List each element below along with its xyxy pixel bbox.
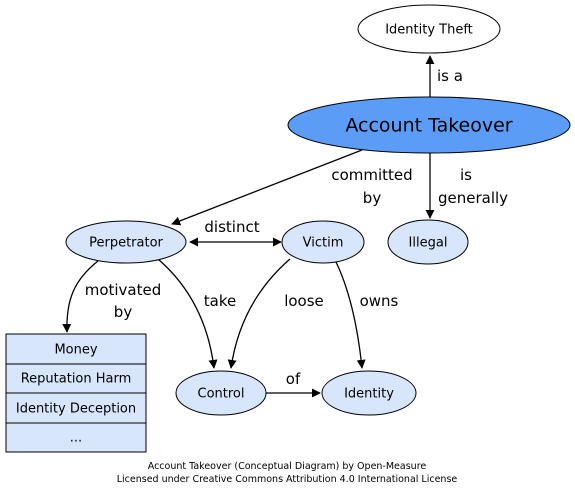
node-identity-label: Identity xyxy=(344,387,394,402)
node-illegal: Illegal xyxy=(387,219,469,265)
edge-victim-to-identity xyxy=(334,259,366,369)
node-victim-shape xyxy=(281,220,365,264)
list-item: Reputation Harm xyxy=(21,372,132,387)
node-account-takeover-shape xyxy=(287,96,571,154)
label-committed: committed xyxy=(331,166,412,184)
label-is: is xyxy=(460,166,472,184)
node-account-takeover-label: Account Takeover xyxy=(345,115,512,137)
edges xyxy=(62,55,435,398)
edge-perpetrator-to-motivations xyxy=(62,260,99,333)
node-account-takeover: Account Takeover xyxy=(287,96,571,154)
edge-labels: is a committed by is generally distinct … xyxy=(85,67,508,388)
label-committed-by: by xyxy=(363,189,382,207)
node-victim-label: Victim xyxy=(303,236,344,251)
label-take: take xyxy=(204,292,236,310)
node-control-shape xyxy=(175,370,267,416)
list-item: Identity Deception xyxy=(16,402,136,417)
node-identity-theft-label: Identity Theft xyxy=(385,23,473,38)
node-illegal-shape xyxy=(387,219,469,265)
label-of: of xyxy=(286,370,301,388)
label-is-a: is a xyxy=(437,67,463,85)
label-motivated: motivated xyxy=(85,281,162,299)
label-distinct: distinct xyxy=(204,218,259,236)
node-victim: Victim xyxy=(281,220,365,264)
edge-account-takeover-to-perpetrator xyxy=(171,149,363,226)
edge-victim-to-control xyxy=(227,258,291,369)
credit: Account Takeover (Conceptual Diagram) by… xyxy=(117,461,458,485)
credit-line-1: Account Takeover (Conceptual Diagram) by… xyxy=(148,461,427,472)
list-item: Money xyxy=(54,343,97,358)
node-illegal-label: Illegal xyxy=(409,236,448,251)
node-identity-theft: Identity Theft xyxy=(357,4,501,54)
node-identity-theft-shape xyxy=(357,4,501,54)
label-loose: loose xyxy=(284,292,324,310)
node-perpetrator: Perpetrator xyxy=(65,220,187,264)
node-perpetrator-label: Perpetrator xyxy=(89,236,163,251)
label-motivated-by: by xyxy=(114,303,133,321)
list-item: ... xyxy=(70,431,82,446)
credit-line-2: Licensed under Creative Commons Attribut… xyxy=(117,474,458,485)
node-perpetrator-shape xyxy=(65,220,187,264)
motivations-list: Money Reputation Harm Identity Deception… xyxy=(5,333,147,453)
node-identity-shape xyxy=(321,370,417,416)
label-owns: owns xyxy=(360,292,399,310)
label-generally: generally xyxy=(438,189,508,207)
node-control: Control xyxy=(175,370,267,416)
node-control-label: Control xyxy=(198,387,245,402)
node-identity: Identity xyxy=(321,370,417,416)
edge-perpetrator-to-control xyxy=(157,258,218,369)
